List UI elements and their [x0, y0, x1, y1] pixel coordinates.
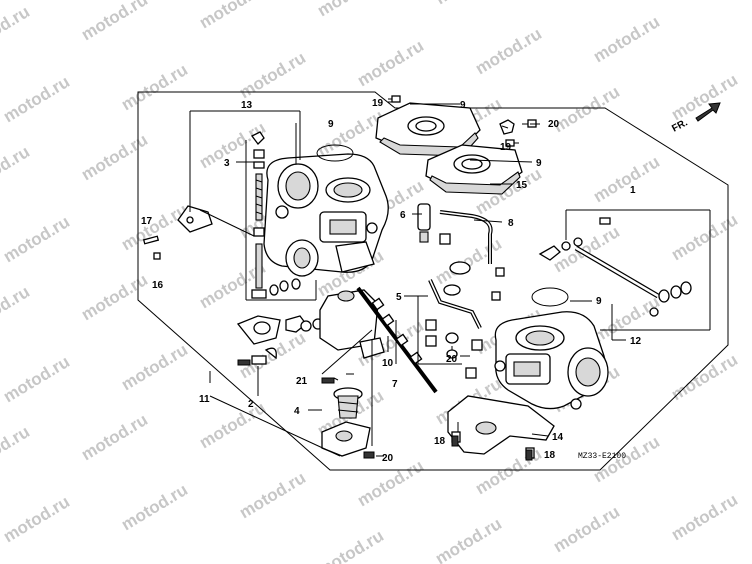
callout-13: 13 [241, 100, 253, 111]
callout-16: 16 [152, 280, 164, 291]
callout-3: 3 [224, 158, 230, 169]
jet-stack-left [251, 131, 267, 299]
callout-9-left: 9 [328, 119, 334, 130]
front-marker-label: FR. [670, 117, 690, 134]
callout-9-top: 9 [460, 100, 466, 111]
callout-8: 8 [508, 218, 514, 229]
fuel-pipe-lower [425, 279, 501, 379]
callout-20-top: 20 [548, 119, 560, 130]
callout-17: 17 [141, 216, 153, 227]
funnel-plate-lower [425, 144, 523, 195]
callout-7: 7 [392, 379, 398, 390]
callout-21: 21 [296, 376, 308, 387]
callout-1: 1 [630, 185, 636, 196]
callout-20-middle: 20 [446, 354, 458, 365]
leader-lines [189, 101, 711, 457]
callout-2: 2 [248, 399, 254, 410]
synchronizing-link [538, 217, 692, 317]
throttle-shafts [356, 285, 443, 394]
o-ring-right [531, 287, 569, 307]
fuel-pipe-upper [439, 210, 505, 277]
carburetor-left [263, 153, 389, 277]
front-direction-marker: FR. [670, 102, 721, 135]
joint-pipe [417, 203, 431, 243]
callout-19-right: 19 [500, 142, 512, 153]
carburetor-right [494, 311, 609, 410]
callout-18-right: 18 [544, 450, 556, 461]
diaphragm-assembly [321, 387, 375, 459]
bracket-left [142, 205, 213, 260]
callout-9-upper-right: 9 [536, 158, 542, 169]
diagram-code: MZ33-E2100 [578, 452, 626, 461]
callout-11: 11 [199, 394, 210, 405]
assembly-boundary [137, 91, 729, 471]
callout-6: 6 [400, 210, 406, 221]
callout-19-top: 19 [372, 98, 384, 109]
front-arrow-icon [695, 102, 721, 122]
o-ring-left [316, 144, 354, 162]
throttle-link [236, 315, 324, 366]
callout-5: 5 [396, 292, 402, 303]
callout-20-bottom: 20 [382, 453, 394, 464]
callout-15: 15 [516, 180, 528, 191]
callout-14: 14 [552, 432, 564, 443]
callout-9-right: 9 [596, 296, 602, 307]
callout-4: 4 [294, 406, 300, 417]
callout-12: 12 [630, 336, 642, 347]
callout-10: 10 [382, 358, 394, 369]
washers-left [269, 278, 301, 296]
callout-labels: 1 2 3 4 5 6 7 8 9 9 9 9 10 11 12 13 14 1… [141, 98, 642, 464]
callout-18-left: 18 [434, 436, 446, 447]
